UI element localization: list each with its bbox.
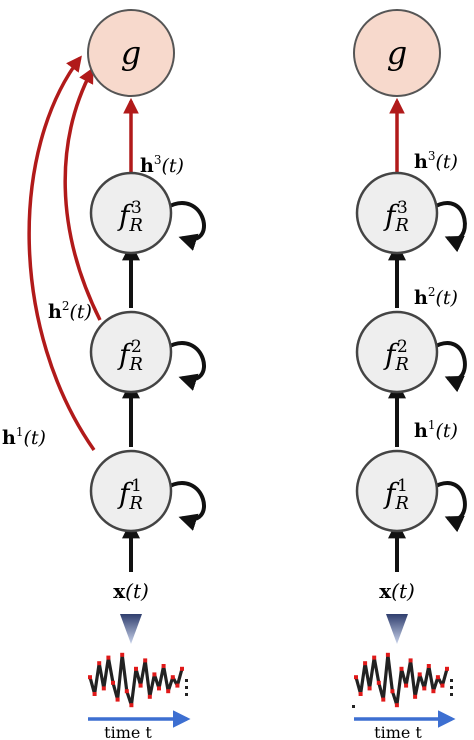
signal-sample-point: [152, 672, 157, 677]
signal-sample-point: [101, 686, 106, 691]
signal-waveform: [354, 653, 449, 707]
self-loop-f1: [164, 481, 206, 531]
rnn-node-f2-label: fR2: [117, 337, 143, 375]
signal-sample-point: [175, 683, 180, 688]
signal-sample-point: [157, 686, 161, 691]
self-loop-f3: [430, 201, 467, 253]
signal-sample-point: [358, 692, 363, 696]
signal-sample-point: [120, 652, 125, 657]
signal-sample-point: [97, 661, 102, 666]
hidden-label-h3: h3(t): [140, 153, 184, 177]
signal-sample-point: [417, 672, 422, 677]
output-node-g: [87, 9, 175, 97]
signal-sample-point: [354, 675, 358, 680]
signal-sample-point: [143, 658, 148, 663]
diagram-left: g fR3 fR2 fR1 h3(t) h2(t) h1(t) x(t) tim…: [2, 9, 206, 740]
self-loop-f2: [164, 341, 206, 391]
rnn-node-f1-label: fR1: [383, 476, 409, 514]
signal-sample-point: [363, 661, 368, 666]
signal-sample-point: [166, 689, 171, 694]
signal-sample-point: [399, 666, 404, 671]
signal-sample-point: [381, 697, 386, 702]
rnn-node-f2-label: fR2: [383, 337, 409, 375]
signal-sample-point: [376, 680, 381, 685]
hidden-label-h1: h1(t): [2, 425, 46, 449]
self-loop-f3: [164, 201, 206, 251]
hidden-label-h2: h2(t): [414, 285, 458, 309]
signal-sample-point: [134, 666, 138, 671]
rnn-node-f1: [89, 449, 173, 533]
signal-ellipsis: [352, 679, 453, 708]
rnn-node-f3: [355, 171, 439, 255]
output-node-label: g: [387, 34, 407, 72]
self-loop-f1: [430, 481, 467, 533]
rnn-node-f3: [89, 171, 173, 255]
signal-sample-point: [440, 683, 445, 688]
signal-sample-point: [413, 694, 418, 699]
signal-sample-point: [147, 694, 152, 699]
rnn-node-f2: [89, 310, 173, 394]
signal-sample-point: [88, 675, 92, 680]
self-loop-f2: [430, 341, 467, 393]
hidden-label-h1: h1(t): [414, 418, 458, 442]
skip-connection-h2-to-g: [63, 67, 102, 321]
rnn-node-f1: [355, 449, 439, 533]
signal-sample-point: [431, 689, 436, 694]
signal-sample-point: [422, 686, 427, 691]
signal-ellipsis: [185, 679, 188, 696]
time-axis-label: time t: [104, 723, 152, 740]
signal-sample-point: [372, 655, 377, 660]
skip-connection-h1-to-g: [27, 55, 96, 452]
signal-sample-point: [426, 664, 431, 668]
input-spotlight-triangle: [386, 614, 408, 644]
input-spotlight-triangle: [120, 614, 142, 644]
time-axis-label: time t: [374, 723, 422, 740]
hidden-label-h3: h3(t): [414, 149, 458, 173]
input-label-x: x(t): [379, 579, 415, 603]
signal-sample-point: [92, 692, 97, 696]
signal-sample-point: [111, 680, 115, 685]
signal-sample-point: [124, 689, 129, 694]
signal-sample-point: [115, 697, 120, 702]
signal-sample-point: [408, 658, 413, 663]
signal-sample-points: [354, 652, 449, 708]
signal-sample-point: [435, 675, 440, 680]
signal-sample-point: [404, 683, 409, 688]
signal-waveform: [88, 653, 184, 707]
signal-sample-points: [88, 652, 184, 708]
rnn-node-f3-label: fR3: [117, 198, 143, 236]
hidden-label-h2: h2(t): [48, 299, 92, 323]
signal-sample-point: [367, 686, 372, 691]
rnn-node-f2: [355, 310, 439, 394]
rnn-node-f1-label: fR1: [117, 476, 143, 514]
signal-sample-point: [138, 683, 143, 688]
signal-sample-point: [161, 664, 166, 668]
output-node-label: g: [121, 34, 141, 72]
input-label-x: x(t): [113, 579, 149, 603]
signal-sample-point: [394, 703, 399, 708]
signal-sample-point: [385, 652, 390, 657]
signal-sample-point: [129, 703, 134, 708]
rnn-node-f3-label: fR3: [383, 198, 409, 236]
signal-sample-point: [390, 689, 395, 694]
signal-sample-point: [180, 666, 184, 671]
signal-sample-point: [445, 666, 449, 671]
signal-sample-point: [106, 655, 111, 660]
diagram-right: g fR3 fR2 fR1 h3(t) h2(t) h1(t) x(t) tim…: [352, 9, 467, 740]
output-node-g: [353, 9, 441, 97]
signal-sample-point: [170, 675, 175, 680]
